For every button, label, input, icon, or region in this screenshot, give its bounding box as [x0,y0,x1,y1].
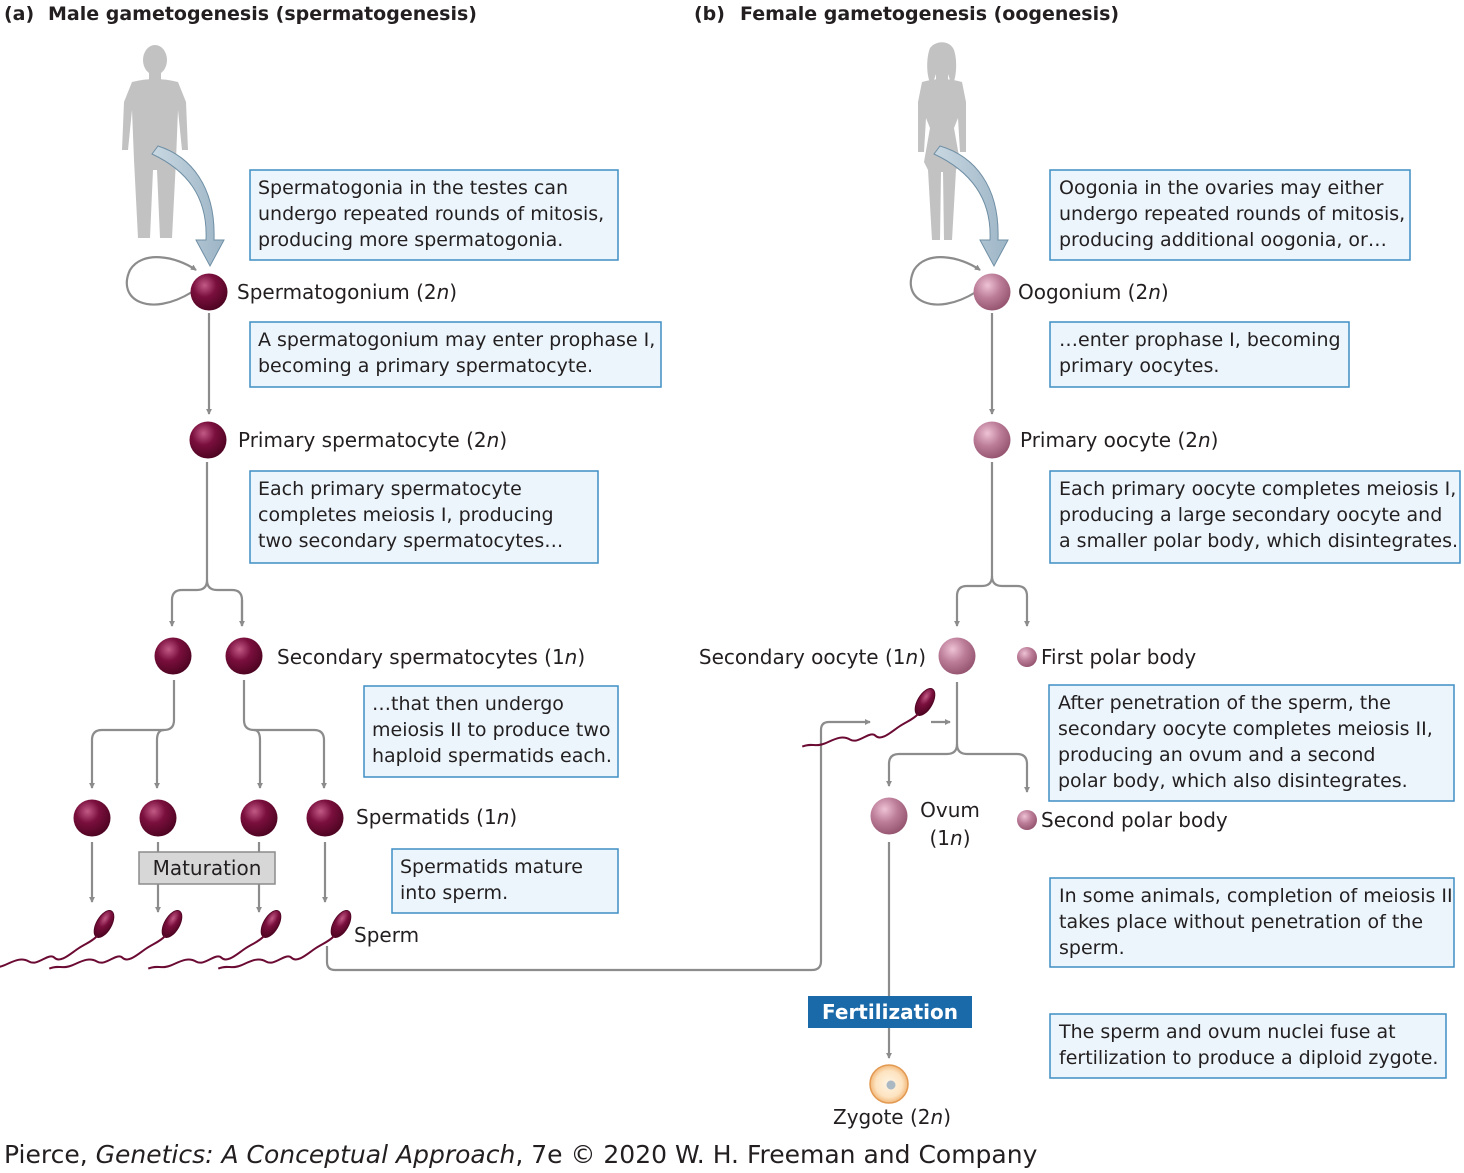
sperm-icon [0,868,119,1016]
svg-text:Each primary oocyte completes: Each primary oocyte completes meiosis I,… [1059,478,1458,552]
sperm-icon [147,868,286,1016]
primary-oocyte-label: Primary oocyte (2n) [1020,428,1218,452]
svg-text:A spermatogonium may enter pro: A spermatogonium may enter prophase I,be… [258,329,655,377]
secondary-spermatocyte-cell [225,637,263,675]
svg-text:Fertilization: Fertilization [822,1000,958,1024]
primary-oocyte-cell [973,421,1011,459]
spermatid-cell [240,799,278,837]
female-flow-arrows [886,256,1030,1059]
female-note-box: Each primary oocyte completes meiosis I,… [1049,470,1461,564]
svg-text:The sperm and ovum nuclei fuse: The sperm and ovum nuclei fuse atfertili… [1058,1021,1438,1069]
spermatogonium-cell [190,273,228,311]
spermatid-cell [139,799,177,837]
first-polar-body-cell [1017,647,1037,667]
first-polar-body-label: First polar body [1041,645,1196,669]
maturation-label: Maturation [138,851,276,885]
curved-arrow-female-icon [933,145,1009,268]
primary-spermatocyte-label: Primary spermatocyte (2n) [238,428,507,452]
secondary-spermatocytes-label: Secondary spermatocytes (1n) [277,645,585,669]
sperm-icon [217,868,356,1016]
sperm-label: Sperm [354,923,419,947]
panel-a-letter: (a) [4,3,34,25]
zygote-cell [869,1064,909,1104]
spermatid-cell [73,799,111,837]
panel-b-title: Female gametogenesis (oogenesis) [740,3,1119,25]
female-note-box: In some animals, completion of meiosis I… [1049,877,1455,968]
male-silhouette-icon [122,45,188,238]
male-note-box: A spermatogonium may enter prophase I,be… [249,321,662,388]
secondary-oocyte-cell [938,637,976,675]
second-polar-body-cell [1017,810,1037,830]
svg-text:In some animals, completion of: In some animals, completion of meiosis I… [1059,885,1453,959]
credit-line: Pierce, Genetics: A Conceptual Approach,… [4,1140,1038,1169]
zygote-label: Zygote (2n) [833,1105,951,1129]
male-flow-arrows [89,256,871,972]
oogonium-label: Oogonium (2n) [1018,280,1169,304]
female-silhouette-icon [918,42,966,240]
oogonium-cell [973,273,1011,311]
spermatids-label: Spermatids (1n) [356,805,517,829]
fertilization-label: Fertilization [808,996,972,1028]
panel-a-title: Male gametogenesis (spermatogenesis) [48,3,477,25]
ovum-label: Ovum [920,798,980,822]
secondary-oocyte-label: Secondary oocyte (1n) [699,645,926,669]
ovum-cell [870,797,908,835]
svg-text:After penetration of the sperm: After penetration of the sperm, thesecon… [1058,692,1433,792]
curved-arrow-male-icon [151,145,225,268]
secondary-spermatocyte-cell [154,637,192,675]
ovum-ploidy-label: (1n) [929,826,970,850]
svg-text:Maturation: Maturation [153,856,262,880]
second-polar-body-label: Second polar body [1041,808,1228,832]
svg-text:Oogonia in the ovaries may eit: Oogonia in the ovaries may eitherundergo… [1059,177,1405,251]
panel-b-letter: (b) [694,3,725,25]
spermatid-cell [306,799,344,837]
spermatogonium-label: Spermatogonium (2n) [237,280,457,304]
sperm-icon [48,868,187,1016]
primary-spermatocyte-cell [189,421,227,459]
